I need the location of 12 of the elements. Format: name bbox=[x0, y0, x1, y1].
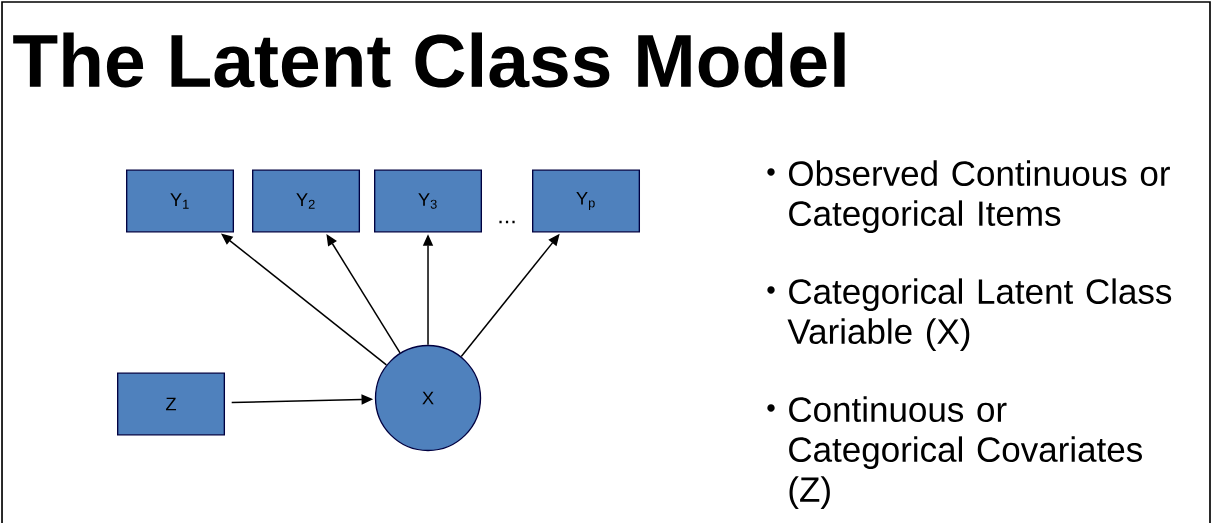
arrow bbox=[221, 233, 388, 366]
variable-box: Y$_{p}$ bbox=[532, 169, 640, 233]
bullet-text: Categorical Latent Class Variable (X) bbox=[787, 278, 1172, 351]
bullet-text: Observed Continuous or Categorical Items bbox=[789, 160, 1170, 233]
bullet-text: Continuous or Categorical Covariates (Z) bbox=[789, 396, 1142, 509]
variable-box: Y$_{3}$ bbox=[374, 169, 482, 233]
circle-node: X bbox=[374, 344, 482, 452]
title: The Latent Class Model bbox=[13, 32, 845, 88]
variable-box: Y$_{2}$ bbox=[252, 169, 360, 233]
variable-box: Y$_{1}$ bbox=[126, 169, 234, 233]
variable-box: Z bbox=[117, 372, 225, 436]
ellipsis: ... bbox=[499, 220, 515, 224]
